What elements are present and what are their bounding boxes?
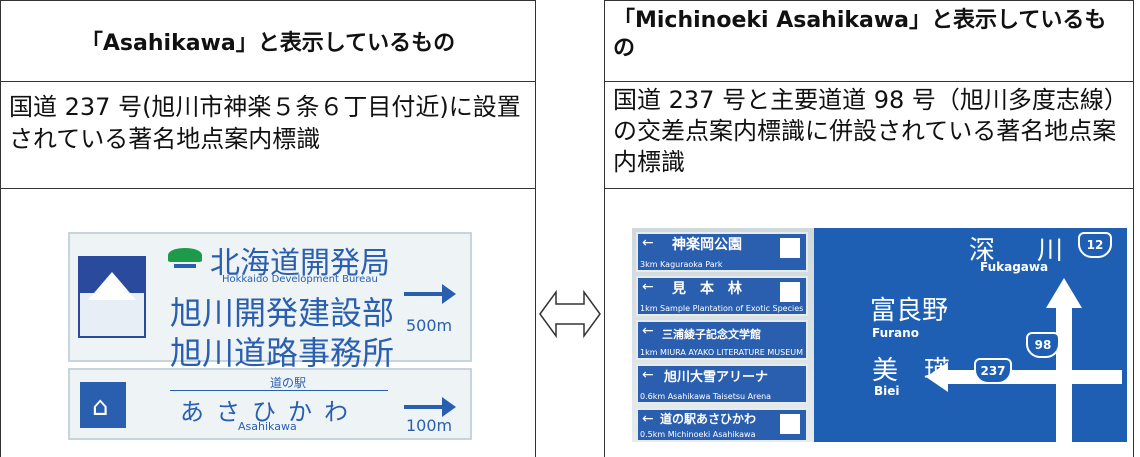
biei-en: Biei — [874, 384, 900, 398]
left-arrow-icon: ← — [642, 323, 654, 339]
panel-en: 1km Sample Plantation of Exotic Species — [640, 304, 804, 313]
asahikawa-romaji: Asahikawa — [238, 420, 297, 433]
asahikawa-kana: あさひかわ — [180, 398, 360, 426]
left-header: 「Asahikawa」と表示しているもの — [0, 0, 536, 82]
panel-en: 0.6km Asahikawa Taisetsu Arena — [640, 392, 772, 401]
direction-sign: 深 川 Fukagawa 12 富良野 Furano 美 瑛 Biei 98 2… — [814, 228, 1127, 442]
left-description: 国道 237 号(旭川市神楽５条６丁目付近)に設置されている著名地点案内標識 — [0, 81, 536, 189]
panel-kaguraoka: ← 神楽岡公園 3km Kaguraoka Park — [636, 232, 808, 272]
left-arrow-icon: ← — [642, 411, 654, 427]
furano-en: Furano — [872, 326, 919, 340]
distance-100: 100m — [406, 416, 453, 435]
right-arrow-icon — [404, 284, 456, 304]
left-arrow-icon: ← — [642, 367, 654, 383]
sign-upper-panel: 北海道開発局 Hokkaido Development Bureau 旭川開発建… — [68, 232, 472, 372]
left-arrow-icon — [926, 362, 948, 392]
bureau-logo-icon — [168, 248, 202, 262]
left-image-cell — [0, 188, 536, 457]
bureau-name-en: Hokkaido Development Bureau — [222, 274, 378, 285]
panel-jp: 道の駅あさひかわ — [660, 412, 757, 426]
asahikawa-sign-image: 北海道開発局 Hokkaido Development Bureau 旭川開発建… — [68, 232, 472, 440]
office-name-2: 旭川道路事務所 — [170, 334, 395, 372]
right-header-text: 「Michinoeki Asahikawa」と表示しているもの — [613, 8, 1107, 61]
right-header: 「Michinoeki Asahikawa」と表示しているもの — [604, 0, 1134, 82]
route-237-shield: 237 — [974, 358, 1012, 384]
michinoeki-icon — [780, 414, 800, 434]
mountain-logo-icon — [78, 256, 146, 338]
furano-jp: 富良野 — [870, 296, 949, 326]
double-arrow-icon — [539, 289, 601, 339]
panel-michinoeki: ← 道の駅あさひかわ 0.5km Michinoeki Asahikawa — [636, 408, 808, 442]
park-icon — [780, 238, 800, 258]
route-12-shield: 12 — [1078, 232, 1112, 258]
forest-icon — [780, 282, 800, 302]
up-arrow-icon — [1046, 278, 1082, 308]
panel-jp: 三浦綾子記念文学館 — [662, 328, 761, 341]
distance-500: 500m — [406, 316, 453, 335]
right-arrow-icon — [404, 397, 456, 417]
divider — [170, 390, 388, 391]
bureau-logo-line — [174, 264, 196, 268]
office-name-1: 旭川開発建設部 — [170, 294, 395, 332]
panel-taisetsu-arena: ← 旭川大雪アリーナ 0.6km Asahikawa Taisetsu Aren… — [636, 364, 808, 404]
michinoeki-icon — [80, 382, 126, 428]
panel-jp: 神楽岡公園 — [672, 237, 742, 253]
fukagawa-jp: 深 川 — [969, 236, 1072, 266]
fukagawa-en: Fukagawa — [980, 260, 1049, 274]
sign-lower-panel: 道の駅 あさひかわ Asahikawa 100m — [68, 368, 472, 440]
road-horizontal — [942, 370, 1122, 384]
panel-mihonbayashi: ← 見 本 林 1km Sample Plantation of Exotic … — [636, 276, 808, 316]
panel-en: 3km Kaguraoka Park — [640, 260, 723, 269]
panel-miura-ayako: ← 三浦綾子記念文学館 1km MIURA AYAKO LITERATURE M… — [636, 320, 808, 360]
right-table: 「Michinoeki Asahikawa」と表示しているもの 国道 237 号… — [604, 0, 1134, 457]
right-description: 国道 237 号と主要道道 98 号（旭川多度志線）の交差点案内標識に併設されて… — [604, 81, 1134, 189]
panel-jp: 見 本 林 — [672, 281, 742, 297]
panel-jp: 旭川大雪アリーナ — [664, 370, 769, 385]
right-image-cell — [604, 188, 1134, 457]
intersection-sign-photo: ← 神楽岡公園 3km Kaguraoka Park ← 見 本 林 1km S… — [632, 228, 1127, 442]
route-98-shield: 98 — [1026, 332, 1060, 358]
left-arrow-icon: ← — [642, 279, 654, 295]
bureau-name: 北海道開発局 — [210, 246, 390, 281]
panel-en: 1km MIURA AYAKO LITERATURE MUSEUM — [640, 348, 804, 357]
left-header-text: 「Asahikawa」と表示しているもの — [80, 31, 456, 56]
michinoeki-label: 道の駅 — [270, 376, 307, 390]
left-table: 「Asahikawa」と表示しているもの 国道 237 号(旭川市神楽５条６丁目… — [0, 0, 536, 457]
panel-en: 0.5km Michinoeki Asahikawa — [640, 430, 756, 439]
left-arrow-icon: ← — [642, 235, 654, 251]
